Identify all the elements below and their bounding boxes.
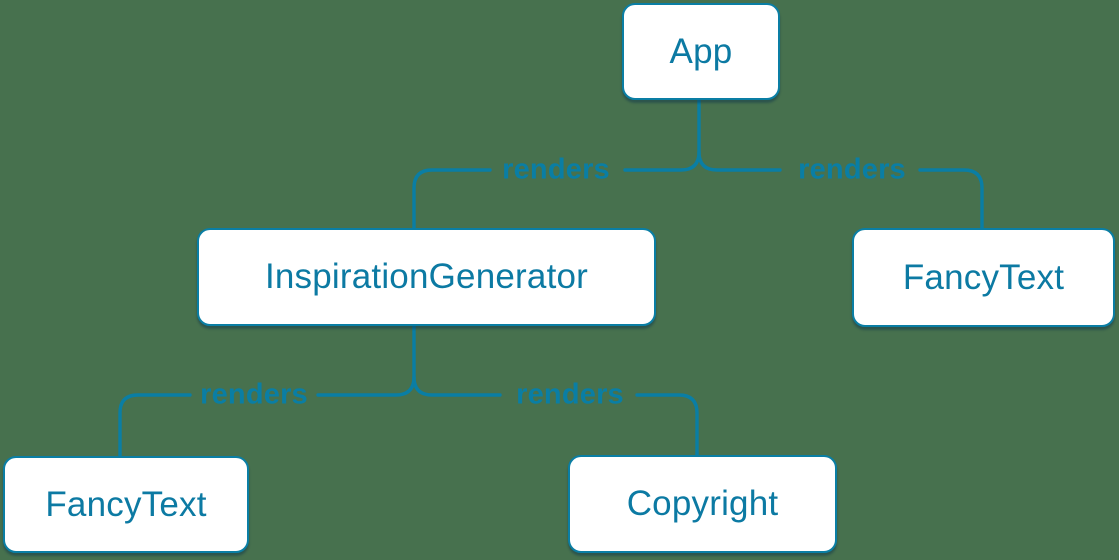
edge-inspirationgenerator-to-copyright bbox=[412, 375, 699, 457]
node-app: App bbox=[622, 3, 780, 100]
edge-app-to-fancytext bbox=[697, 150, 984, 230]
node-fancy-text-left: FancyText bbox=[3, 456, 249, 553]
edge-label-renders-app-inspirationgenerator: renders bbox=[502, 153, 610, 186]
edge-label-renders-inspirationgenerator-fancytext: renders bbox=[200, 378, 308, 411]
edge-label-renders-app-fancytext: renders bbox=[798, 153, 906, 186]
edge-label-renders-inspirationgenerator-copyright: renders bbox=[516, 378, 624, 411]
node-fancy-text-right: FancyText bbox=[852, 228, 1115, 327]
node-copyright: Copyright bbox=[568, 455, 837, 553]
node-inspiration-generator: InspirationGenerator bbox=[197, 228, 656, 326]
